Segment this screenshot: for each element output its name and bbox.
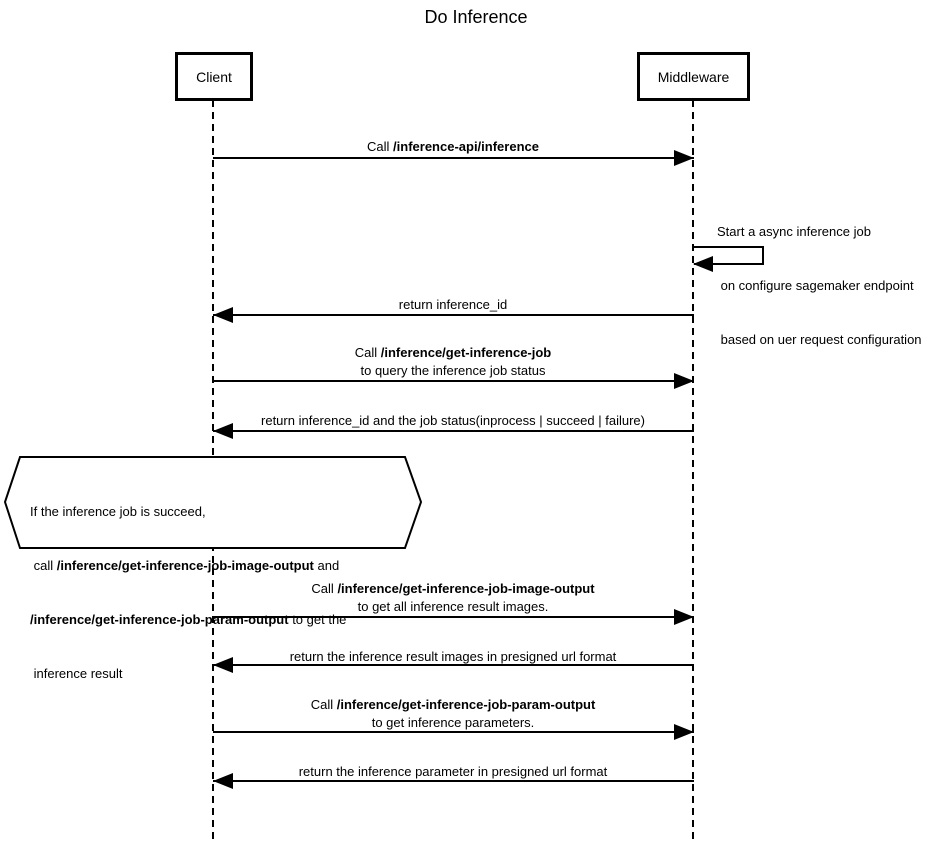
message-line-return-job-status <box>213 430 694 432</box>
self-message-label-start-job: Start a async inference job on configure… <box>717 224 922 347</box>
message-label-return-job-status: return inference_id and the job status(i… <box>261 413 645 428</box>
message-line-call-image-output <box>213 616 694 618</box>
message-line-return-params <box>213 780 694 782</box>
participant-label-middleware: Middleware <box>657 68 730 85</box>
arrowhead-right-icon <box>674 150 694 166</box>
arrowhead-left-icon <box>213 773 233 789</box>
message-label-call-inference: Call /inference-api/inference <box>367 139 539 154</box>
arrowhead-left-icon <box>693 256 713 272</box>
message-label-call-get-job: Call /inference/get-inference-job to que… <box>354 345 552 378</box>
arrowhead-left-icon <box>213 423 233 439</box>
participant-box-middleware: Middleware <box>637 52 750 101</box>
diagram-title: Do Inference <box>424 7 528 27</box>
message-line-call-param-output <box>213 731 694 733</box>
participant-box-client: Client <box>175 52 253 101</box>
lifeline-middleware <box>692 100 694 842</box>
participant-label-client: Client <box>196 68 232 85</box>
arrowhead-left-icon <box>213 307 233 323</box>
condition-note-shape <box>3 456 423 549</box>
message-label-call-image-output: Call /inference/get-inference-job-image-… <box>311 581 595 614</box>
message-line-return-images <box>213 664 694 666</box>
arrowhead-right-icon <box>674 373 694 389</box>
arrowhead-right-icon <box>674 609 694 625</box>
message-label-return-params: return the inference parameter in presig… <box>298 764 608 779</box>
message-label-return-inference-id: return inference_id <box>398 297 508 312</box>
arrowhead-left-icon <box>213 657 233 673</box>
message-label-call-param-output: Call /inference/get-inference-job-param-… <box>310 697 596 730</box>
condition-note-text: If the inference job is succeed, call /i… <box>30 504 347 681</box>
message-line-call-inference <box>213 157 694 159</box>
arrowhead-right-icon <box>674 724 694 740</box>
message-line-return-inference-id <box>213 314 694 316</box>
self-message-loop-line <box>694 246 764 265</box>
message-label-return-images: return the inference result images in pr… <box>289 649 617 664</box>
message-line-call-get-job <box>213 380 694 382</box>
